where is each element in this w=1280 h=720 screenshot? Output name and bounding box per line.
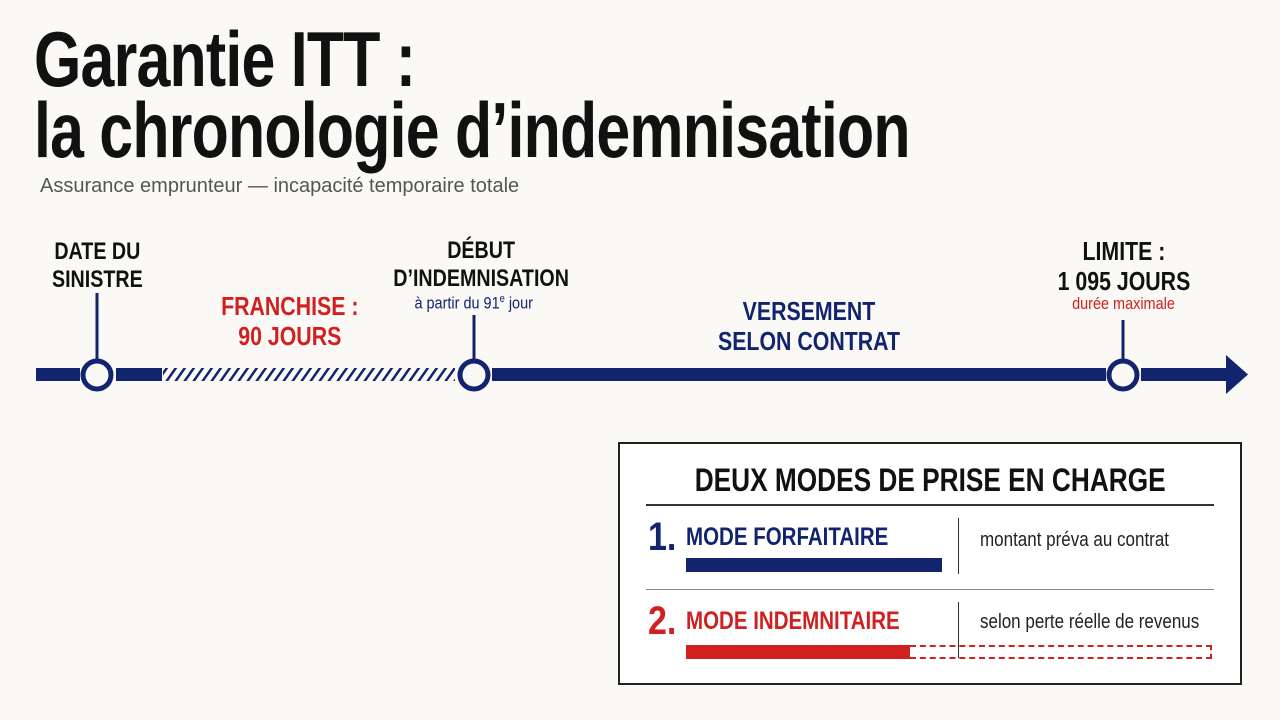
mode-2-bar-filled (686, 645, 910, 659)
mode-2-name: MODE INDEMNITAIRE (686, 607, 900, 635)
label-debut-note: à partir du 91e jour (414, 293, 534, 313)
mode-1-name: MODE FORFAITAIRE (686, 523, 889, 551)
sinistre-milestone-circle (80, 358, 114, 392)
mode-1-description: montant préva au contrat (980, 529, 1170, 551)
mode-2-number: 2. (648, 599, 677, 643)
axis-arrowhead (1226, 355, 1248, 394)
modes-panel: DEUX MODES DE PRISE EN CHARGE 1. MODE FO… (618, 442, 1242, 685)
panel-row-divider (646, 589, 1214, 590)
mode-2-separator (958, 602, 959, 658)
label-limite-note: durée maximale (1071, 294, 1175, 313)
panel-title-divider (646, 504, 1214, 506)
mode-2-description: selon perte réelle de revenus (980, 611, 1200, 633)
franchise-hatched-segment (163, 368, 455, 381)
page-subtitle: Assurance emprunteur — incapacité tempor… (40, 175, 520, 197)
label-franchise: FRANCHISE :90 JOURS (221, 291, 359, 351)
debut-milestone-circle (457, 358, 491, 392)
versement-segment (492, 368, 1106, 381)
axis-segment-end (1141, 368, 1228, 381)
mode-1-number: 1. (648, 515, 677, 559)
page-title-line-1: Garantie ITT : (34, 15, 416, 103)
limite-milestone-circle (1106, 358, 1140, 392)
mode-1-separator (958, 518, 959, 574)
page-title-line-2: la chronologie d’indemnisation (34, 86, 911, 174)
mode-2-bar-dashed (910, 645, 1212, 659)
axis-segment-pre-franchise (116, 368, 162, 381)
panel-title: DEUX MODES DE PRISE EN CHARGE (694, 462, 1166, 498)
axis-segment-start (36, 368, 80, 381)
label-limite: LIMITE :1 095 JOURS (1057, 236, 1191, 296)
mode-1-bar (686, 558, 942, 572)
